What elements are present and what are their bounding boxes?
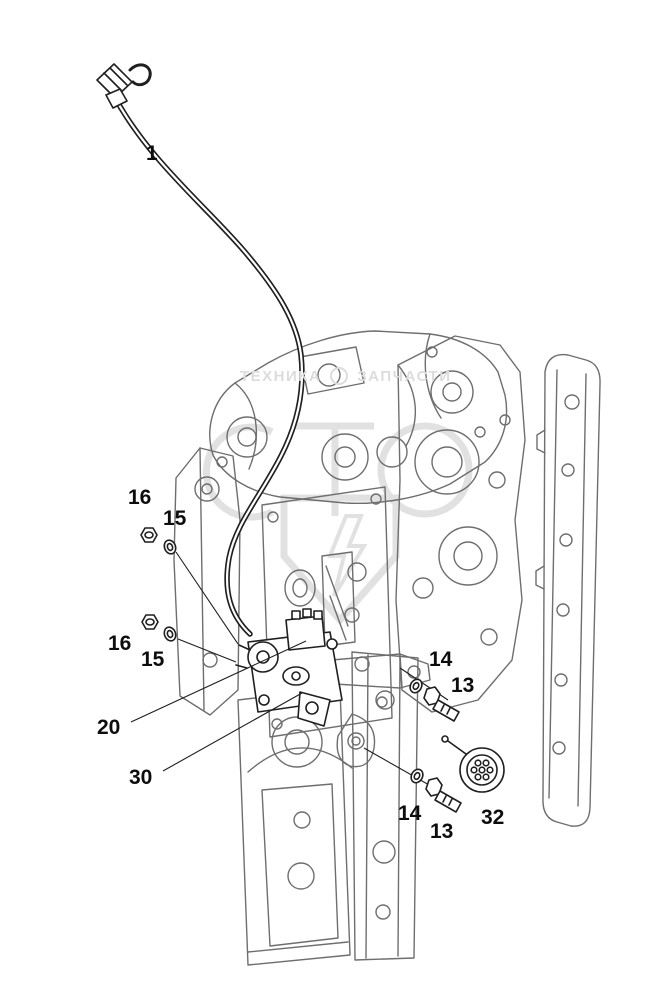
fasteners bbox=[140, 527, 505, 813]
watermark-emblem-icon bbox=[202, 422, 473, 626]
watermark-text-left: ТЕХНИКА bbox=[240, 367, 322, 385]
part-label-14-lower: 14 bbox=[398, 802, 422, 825]
washer-icon-bracket-lower bbox=[410, 768, 424, 784]
part-label-32: 32 bbox=[481, 806, 505, 829]
cable bbox=[110, 91, 305, 637]
part-label-14-upper: 14 bbox=[429, 648, 453, 671]
solenoid-switch-assembly bbox=[235, 608, 343, 727]
nut-icon-upper bbox=[140, 527, 158, 543]
watermark-logo-icon bbox=[330, 367, 349, 385]
washer-icon-upper bbox=[163, 539, 177, 555]
leader-lines bbox=[130, 551, 453, 799]
watermark: ТЕХНИКА ЗАПЧАСТИ bbox=[240, 367, 452, 385]
part-label-16-upper: 16 bbox=[128, 486, 152, 509]
connector-plug-icon bbox=[441, 735, 505, 793]
washer-icon-lower bbox=[163, 626, 177, 642]
cable-end-clip-icon bbox=[96, 63, 152, 109]
part-label-15-upper: 15 bbox=[163, 507, 187, 530]
nut-icon-lower bbox=[141, 614, 159, 630]
part-label-30: 30 bbox=[129, 766, 153, 789]
watermark-text-right: ЗАПЧАСТИ bbox=[357, 367, 452, 385]
bolt-icon-bracket-upper bbox=[423, 686, 460, 722]
part-label-15-lower: 15 bbox=[141, 648, 165, 671]
part-label-13-upper: 13 bbox=[451, 674, 475, 697]
bolt-icon-bracket-lower bbox=[425, 777, 462, 813]
part-label-1: 1 bbox=[146, 142, 158, 165]
part-label-20: 20 bbox=[97, 716, 121, 739]
part-label-16-lower: 16 bbox=[108, 632, 132, 655]
part-label-13-lower: 13 bbox=[430, 820, 454, 843]
machine-body bbox=[173, 330, 601, 966]
washer-icon-bracket-upper bbox=[409, 678, 423, 694]
